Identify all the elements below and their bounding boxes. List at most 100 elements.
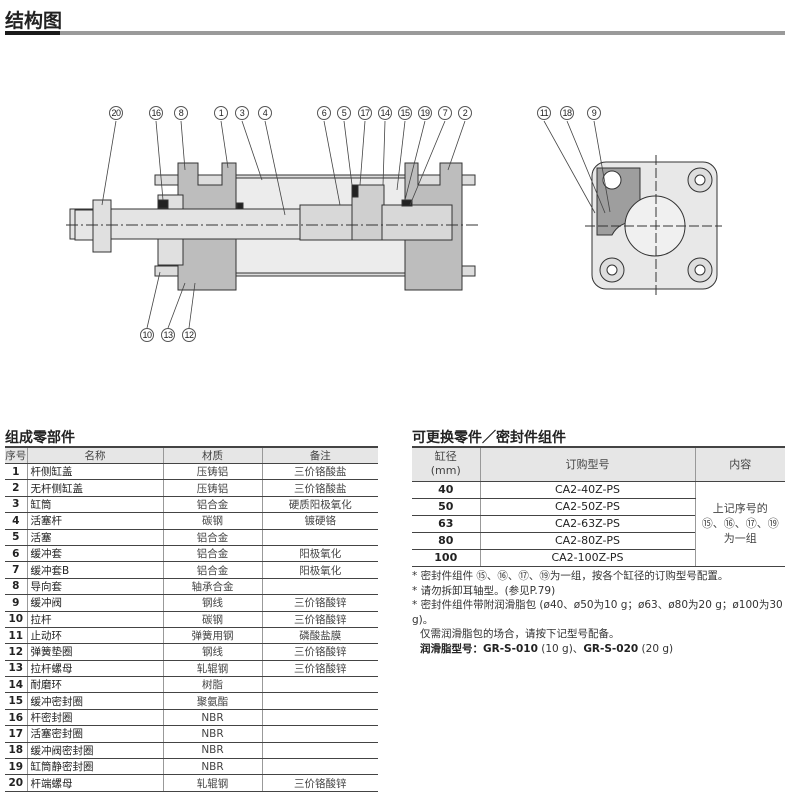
- part-name: 杆侧缸盖: [26, 463, 163, 481]
- callout-6: 6: [317, 106, 331, 120]
- part-note: 阳极氧化: [261, 561, 378, 579]
- part-material: 轧辊钢: [162, 660, 262, 678]
- callout-12: 12: [182, 328, 196, 342]
- part-note: [261, 529, 378, 546]
- order-no: CA2-63Z-PS: [479, 515, 695, 533]
- callout-8: 8: [174, 106, 188, 120]
- part-no: 6: [5, 545, 27, 563]
- order-no: CA2-50Z-PS: [479, 498, 695, 516]
- grease-a-weight: (10 g)、: [537, 642, 584, 655]
- part-note: [261, 742, 378, 760]
- kit-content-line: 为一组: [723, 532, 757, 545]
- part-no: 2: [5, 479, 27, 497]
- part-name: 活塞密封圈: [26, 725, 163, 743]
- part-note: [261, 709, 378, 727]
- callout-9: 9: [587, 106, 601, 120]
- part-note: [261, 676, 378, 694]
- part-no: 20: [5, 774, 27, 792]
- part-note: 三价铬酸锌: [261, 643, 378, 661]
- part-no: 7: [5, 561, 27, 579]
- part-material: 铝合金: [162, 545, 262, 563]
- part-note: 硬质阳极氧化: [261, 496, 378, 514]
- callout-10: 10: [140, 328, 154, 342]
- part-note: 镀硬铬: [261, 512, 378, 530]
- part-name: 缓冲阀: [26, 594, 163, 612]
- part-name: 缓冲阀密封圈: [26, 742, 163, 760]
- col-name: 名称: [26, 446, 163, 464]
- callout-19: 19: [418, 106, 432, 120]
- grease-a: GR-S-010: [483, 642, 538, 655]
- part-note: [261, 758, 378, 776]
- kit-content-line: 上记序号的: [712, 502, 768, 515]
- note-1: * 密封件组件 ⑮、⑯、⑰、⑲为一组，按各个缸径的订购型号配置。: [412, 570, 729, 582]
- part-name: 活塞: [26, 529, 163, 546]
- part-no: 4: [5, 512, 27, 530]
- part-note: [261, 725, 378, 743]
- callout-2: 2: [458, 106, 472, 120]
- part-name: 缓冲密封圈: [26, 692, 163, 710]
- part-no: 8: [5, 578, 27, 596]
- part-name: 耐磨环: [26, 676, 163, 694]
- part-name: 止动环: [26, 627, 163, 645]
- part-no: 11: [5, 627, 27, 645]
- note-2: * 请勿拆卸耳轴型。(参见P.79): [412, 584, 556, 597]
- callout-16: 16: [149, 106, 163, 120]
- grease-b-weight: (20 g): [638, 642, 674, 655]
- kit-content-line: ⑮、⑯、⑰、⑲: [701, 517, 779, 530]
- part-name: 缓冲套: [26, 545, 163, 563]
- part-name: 杆端螺母: [26, 774, 163, 792]
- part-material: NBR: [162, 758, 262, 776]
- part-no: 9: [5, 594, 27, 612]
- col-material: 材质: [162, 446, 262, 464]
- part-no: 18: [5, 742, 27, 760]
- parts-section-title: 组成零部件: [5, 430, 75, 446]
- kit-content: 上记序号的 ⑮、⑯、⑰、⑲ 为一组: [694, 481, 785, 567]
- part-name: 无杆侧缸盖: [26, 479, 163, 497]
- part-material: 压铸铝: [162, 463, 262, 481]
- page-title: 结构图: [5, 10, 63, 32]
- part-name: 缸筒: [26, 496, 163, 514]
- part-material: 压铸铝: [162, 479, 262, 497]
- col-content: 内容: [694, 446, 785, 482]
- part-material: 轧辊钢: [162, 774, 262, 792]
- part-no: 16: [5, 709, 27, 727]
- callout-18: 18: [560, 106, 574, 120]
- part-no: 5: [5, 529, 27, 546]
- part-note: 三价铬酸锌: [261, 611, 378, 628]
- grease-model: 润滑脂型号：GR-S-010 (10 g)、GR-S-020 (20 g): [412, 642, 790, 657]
- part-name: 弹簧垫圈: [26, 643, 163, 661]
- grease-b: GR-S-020: [583, 642, 639, 655]
- bore-label: 缸径: [434, 450, 457, 464]
- callout-1: 1: [214, 106, 228, 120]
- part-no: 3: [5, 496, 27, 514]
- note-3: * 密封件组件带附润滑脂包 (ø40、ø50为10 g；ø63、ø80为20 g…: [412, 599, 783, 626]
- callout-17: 17: [358, 106, 372, 120]
- grease-label: 润滑脂型号：: [420, 642, 483, 655]
- callout-14: 14: [378, 106, 392, 120]
- part-no: 10: [5, 611, 27, 628]
- part-note: 磷酸盐膜: [261, 627, 378, 645]
- part-material: 铝合金: [162, 496, 262, 514]
- part-material: NBR: [162, 725, 262, 743]
- part-material: 弹簧用钢: [162, 627, 262, 645]
- order-no: CA2-40Z-PS: [479, 481, 695, 499]
- bore-size: 40: [412, 481, 480, 499]
- part-material: NBR: [162, 742, 262, 760]
- part-material: 轴承合金: [162, 578, 262, 596]
- part-no: 15: [5, 692, 27, 710]
